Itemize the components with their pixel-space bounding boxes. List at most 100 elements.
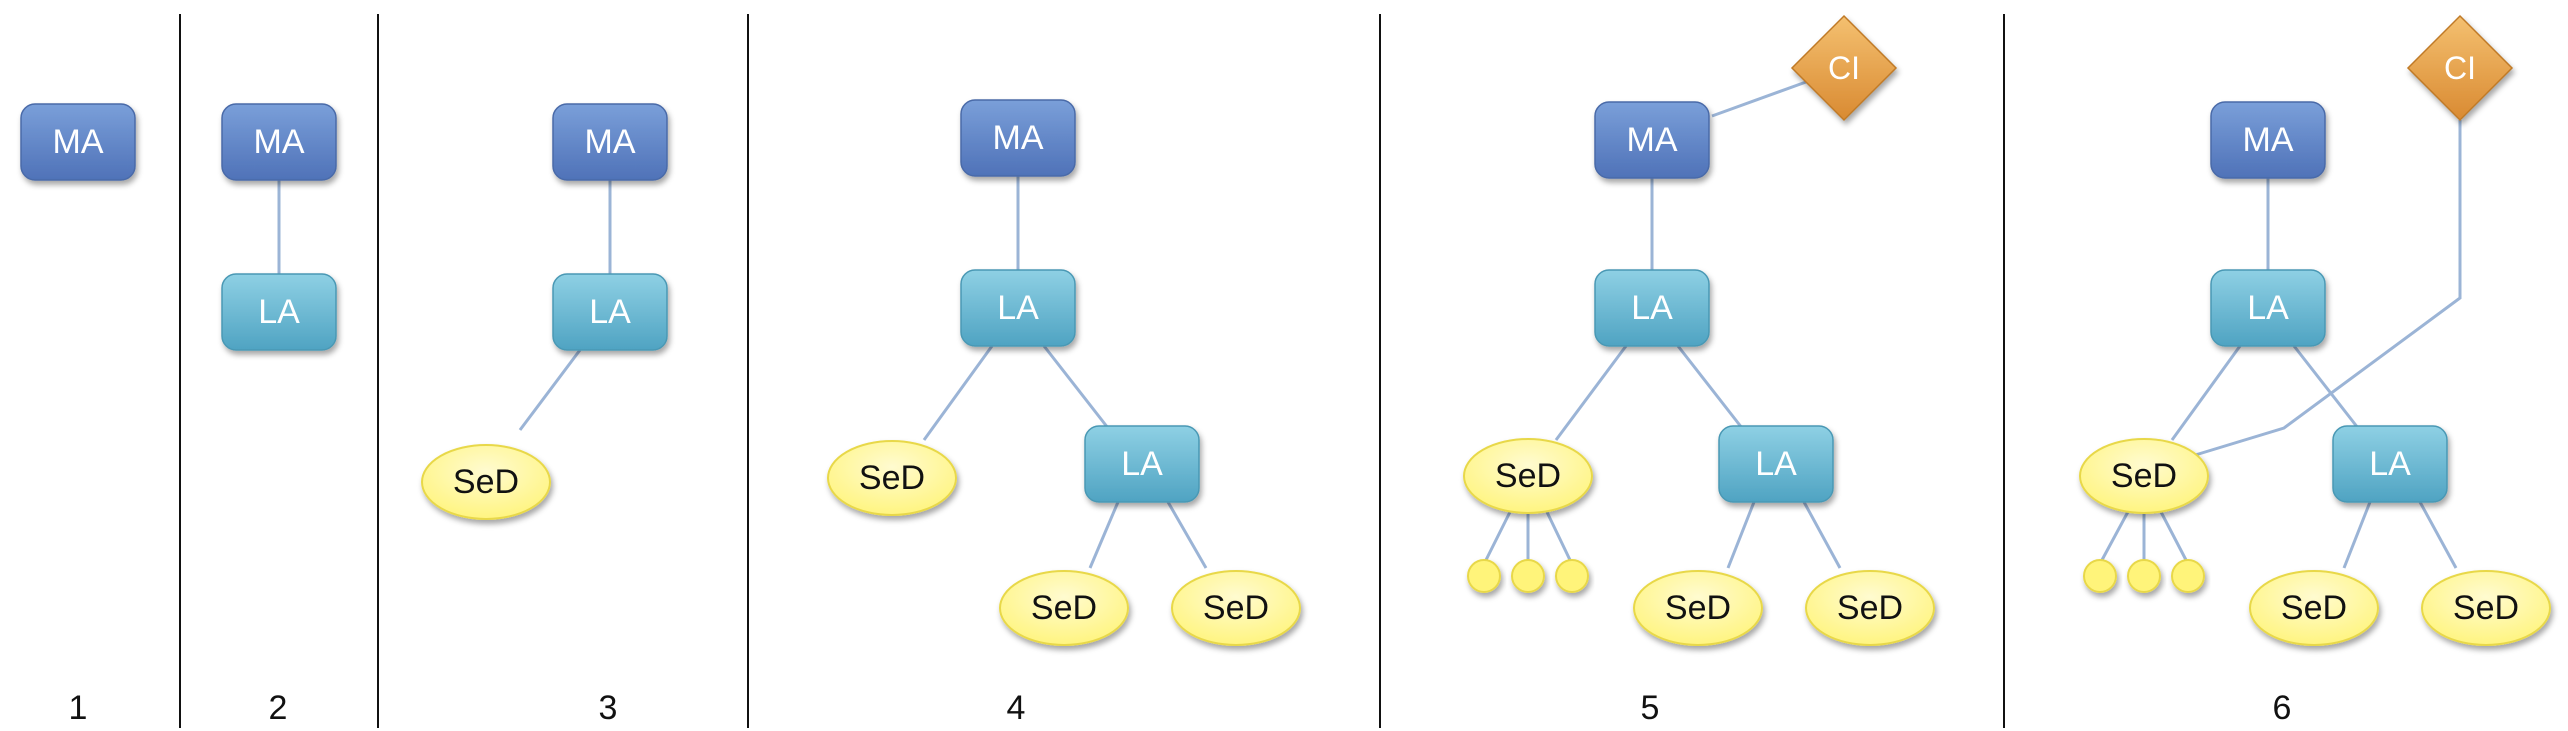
- p5-la2-node-label: LA: [1755, 445, 1797, 483]
- p6-sed-node-1: SeD: [2079, 438, 2209, 514]
- p6-sed-dot-3: [2171, 559, 2205, 593]
- p2-la-node: LA: [221, 273, 337, 351]
- p5-edge-sed-dot3: [1544, 509, 1572, 561]
- p6-la-node-label: LA: [2247, 289, 2289, 327]
- p6-ci-node-shape: [2406, 14, 2514, 122]
- p3-edge-la-sed: [518, 349, 582, 431]
- p5-edge-la-sed: [1554, 345, 1628, 441]
- p2-la-node-shape: [221, 273, 337, 351]
- p5-sed-node-3: SeD: [1805, 570, 1935, 646]
- p1-ma-node: MA: [20, 103, 136, 181]
- p4-sed-node-1: SeD: [827, 440, 957, 516]
- p5-edge-la2-sed1: [1726, 501, 1756, 569]
- p6-la2-node-label: LA: [2369, 445, 2411, 483]
- panel-number-4: 4: [1007, 689, 1026, 727]
- p2-la-node-label: LA: [258, 293, 300, 331]
- p5-sed-node-1-label: SeD: [1495, 457, 1561, 495]
- p6-edge-sed-dot1: [2100, 507, 2132, 561]
- p6-sed-dot-1: [2083, 559, 2117, 593]
- p3-sed-node: SeD: [421, 444, 551, 520]
- p6-edge-la2-sed1: [2342, 501, 2372, 569]
- p6-edge-la2-sed2: [2418, 501, 2458, 569]
- p5-sed-dot-2: [1511, 559, 1545, 593]
- panel-number-1: 1: [69, 689, 88, 727]
- p3-sed-node-label: SeD: [453, 463, 519, 501]
- panel-dividers: [179, 14, 2005, 728]
- p4-sed-node-1-label: SeD: [859, 459, 925, 497]
- panel-number-6: 6: [2273, 689, 2292, 727]
- p5-edge-la-la2: [1676, 345, 1744, 429]
- p2-ma-node-shape: [221, 103, 337, 181]
- p3-sed-node-shape: [421, 444, 551, 520]
- p6-ci-node: CI: [2406, 14, 2514, 122]
- p5-la2-node: LA: [1718, 425, 1834, 503]
- p6-ci-node-label: CI: [2444, 50, 2476, 86]
- p4-sed-node-2-label: SeD: [1031, 589, 1097, 627]
- p5-ma-node-shape: [1594, 101, 1710, 179]
- p6-edge-sed-dot3: [2158, 509, 2188, 561]
- p4-la-node: LA: [960, 269, 1076, 347]
- p6-ma-node-shape: [2210, 101, 2326, 179]
- p4-la-node-shape: [960, 269, 1076, 347]
- p5-la-node: LA: [1594, 269, 1710, 347]
- p5-sed-dot-1: [1467, 559, 1501, 593]
- p6-la-node: LA: [2210, 269, 2326, 347]
- p1-ma-node-label: MA: [53, 123, 104, 161]
- p5-sed-node-1: SeD: [1463, 438, 1593, 514]
- p5-ma-node: MA: [1594, 101, 1710, 179]
- p1-ma-node-shape: [20, 103, 136, 181]
- p5-ci-node-shape: [1790, 14, 1898, 122]
- p5-sed-node-1-shape: [1463, 438, 1593, 514]
- p5-edge-la2-sed2: [1802, 501, 1842, 569]
- p4-sed-node-2-shape: [999, 570, 1129, 646]
- p5-sed-node-3-label: SeD: [1837, 589, 1903, 627]
- p4-ma-node-shape: [960, 99, 1076, 177]
- p4-sed-node-3: SeD: [1171, 570, 1301, 646]
- p5-sed-node-2: SeD: [1633, 570, 1763, 646]
- p4-la2-node: LA: [1084, 425, 1200, 503]
- p6-edge-la-la2: [2292, 345, 2360, 429]
- p5-sed-node-3-shape: [1805, 570, 1935, 646]
- p5-sed-node-2-shape: [1633, 570, 1763, 646]
- p6-la-node-shape: [2210, 269, 2326, 347]
- panel-number-3: 3: [599, 689, 618, 727]
- p3-ma-node-shape: [552, 103, 668, 181]
- p5-sed-dot-3: [1555, 559, 1589, 593]
- p5-la-node-label: LA: [1631, 289, 1673, 327]
- p5-ma-node-label: MA: [1627, 121, 1678, 159]
- p3-la-node-shape: [552, 273, 668, 351]
- p4-la2-node-shape: [1084, 425, 1200, 503]
- p4-sed-node-3-label: SeD: [1203, 589, 1269, 627]
- p6-edge-ci-sed: [2191, 120, 2462, 458]
- p5-ci-node: CI: [1790, 14, 1898, 122]
- p6-sed-node-1-label: SeD: [2111, 457, 2177, 495]
- p5-ci-node-label: CI: [1828, 50, 1860, 86]
- p4-ma-node: MA: [960, 99, 1076, 177]
- panel-number-2: 2: [269, 689, 288, 727]
- p4-sed-node-2: SeD: [999, 570, 1129, 646]
- p5-edge-ma-ci: [1711, 80, 1807, 118]
- connection-lines: [277, 80, 2462, 569]
- p5-edge-sed-dot1: [1484, 507, 1514, 561]
- p6-edge-la-sed: [2170, 345, 2242, 441]
- p4-la2-node-label: LA: [1121, 445, 1163, 483]
- p6-ma-node-label: MA: [2243, 121, 2294, 159]
- p3-ma-node-label: MA: [585, 123, 636, 161]
- p6-sed-node-3-label: SeD: [2453, 589, 2519, 627]
- p5-la2-node-shape: [1718, 425, 1834, 503]
- p4-ma-node-label: MA: [993, 119, 1044, 157]
- p4-edge-la-la2: [1042, 345, 1110, 429]
- p6-sed-node-2-label: SeD: [2281, 589, 2347, 627]
- p4-la-node-label: LA: [997, 289, 1039, 327]
- p4-sed-node-1-shape: [827, 440, 957, 516]
- p4-edge-la2-sed2: [1166, 501, 1208, 569]
- p4-edge-la-sed: [922, 345, 994, 441]
- p3-ma-node: MA: [552, 103, 668, 181]
- p3-la-node-label: LA: [589, 293, 631, 331]
- p5-sed-node-2-label: SeD: [1665, 589, 1731, 627]
- panel-number-5: 5: [1641, 689, 1660, 727]
- p2-ma-node: MA: [221, 103, 337, 181]
- diagram-nodes: MA MA LA MA LA SeD MA LA LA SeD SeD SeD MA LA LA CI SeD S…: [20, 14, 2551, 646]
- p2-ma-node-label: MA: [254, 123, 305, 161]
